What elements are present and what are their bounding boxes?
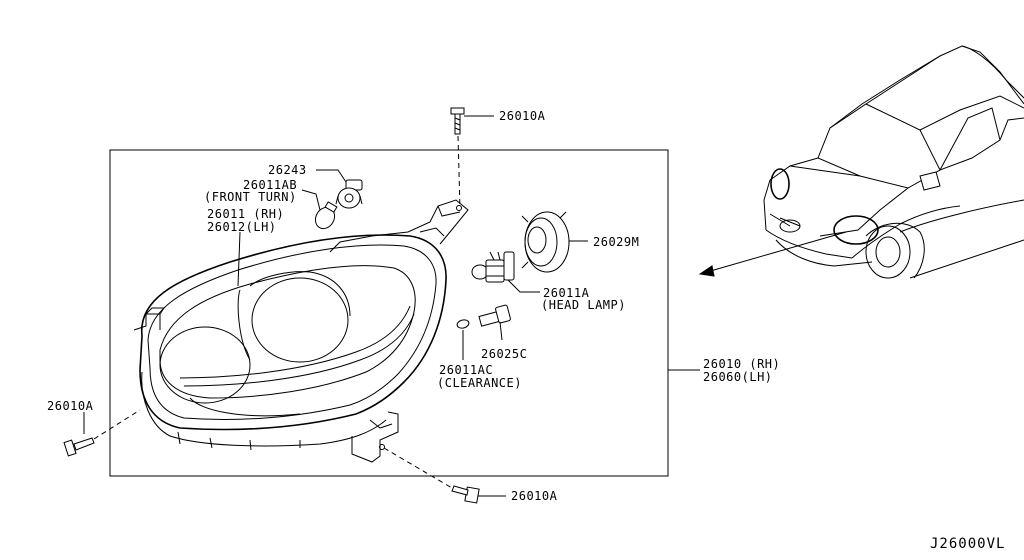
clearance-bulb-icon [456,319,470,329]
vehicle-illustration [698,45,1024,279]
label-screw-left: 26010A [47,399,94,413]
screw-bottom-icon [451,485,480,504]
diagram-code: J26000VL [930,536,1005,552]
headlamp-bulb-icon [471,251,515,283]
screw-top-icon [450,107,465,135]
leader-lines [83,115,700,497]
label-bulb-clear-desc: (CLEARANCE) [437,376,522,390]
label-bulb-turn-code: 26011AB [243,178,297,192]
assembly-frame [109,149,669,477]
clearance-socket-icon [478,304,511,327]
label-housing-lh: 26012(LH) [207,220,277,234]
label-bulb-head-code: 26011A [543,286,590,300]
label-socket-turn: 26243 [268,163,307,177]
label-bulb-head-desc: (HEAD LAMP) [541,298,626,312]
headlamp-housing [133,199,469,463]
label-socket-clear: 26025C [481,347,527,361]
turn-bulb-icon [314,201,338,230]
turn-socket-icon [335,179,363,209]
label-assy-lh: 26060(LH) [703,370,773,384]
screw-left-icon [63,437,95,457]
label-screw-bottom: 26010A [511,489,558,503]
label-bulb-clear-code: 26011AC [439,363,493,377]
label-assy-rh: 26010 (RH) [703,357,780,371]
label-cap: 26029M [593,235,639,249]
label-screw-top: 26010A [499,109,546,123]
label-housing-rh: 26011 (RH) [207,207,284,221]
cap-icon [521,211,570,273]
label-bulb-turn-desc: (FRONT TURN) [204,190,297,204]
